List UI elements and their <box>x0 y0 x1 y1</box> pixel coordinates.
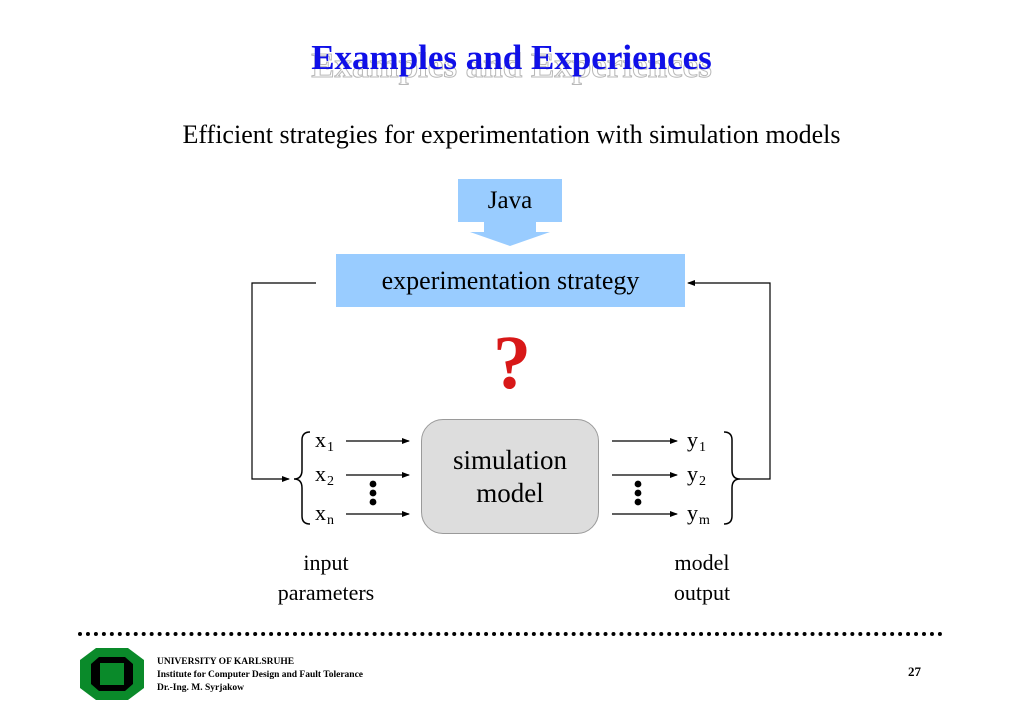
slide-title: Examples and Experiences Examples and Ex… <box>0 30 1023 86</box>
input-ellipsis-dots <box>369 480 377 506</box>
input-brace <box>293 431 311 525</box>
output-var-1: y1 <box>687 427 706 455</box>
output-brace <box>723 431 741 525</box>
right-feedback-line <box>687 280 771 480</box>
footer-institution: UNIVERSITY OF KARLSRUHE Institute for Co… <box>157 656 363 695</box>
left-feedback-line <box>251 282 316 482</box>
university-logo-icon <box>80 648 144 700</box>
simulation-model-line2: model <box>476 477 544 508</box>
simulation-model-box: simulation model <box>421 419 599 534</box>
footer-institute: Institute for Computer Design and Fault … <box>157 670 364 680</box>
model-output-caption: model output <box>622 548 782 608</box>
input-var-2: x2 <box>315 461 334 489</box>
output-var-m: ym <box>687 500 710 528</box>
simulation-model-line1: simulation <box>453 445 567 476</box>
slide-title-text: Examples and Experiences <box>311 38 712 77</box>
output-caption-line1: model <box>674 550 730 575</box>
experimentation-strategy-box: experimentation strategy <box>336 254 685 307</box>
question-mark: ? <box>493 321 531 405</box>
output-ellipsis-dots <box>634 480 642 506</box>
footer-divider <box>78 632 943 636</box>
output-var-2: y2 <box>687 461 706 489</box>
input-parameters-caption: input parameters <box>246 548 406 608</box>
slide-title-shadow: Examples and Experiences <box>311 46 713 86</box>
output-caption-line2: output <box>673 580 731 605</box>
input-var-1: x1 <box>315 427 334 455</box>
footer-university: UNIVERSITY OF KARLSRUHE <box>157 657 295 667</box>
java-box: Java <box>458 179 562 222</box>
input-caption-line2: parameters <box>277 580 375 605</box>
input-var-n: xn <box>315 500 334 528</box>
page-number: 27 <box>908 664 921 679</box>
slide-subtitle: Efficient strategies for experimentation… <box>182 120 841 149</box>
footer-author: Dr.-Ing. M. Syrjakow <box>157 683 244 693</box>
java-down-arrow <box>470 222 550 246</box>
input-caption-line1: input <box>303 550 349 575</box>
